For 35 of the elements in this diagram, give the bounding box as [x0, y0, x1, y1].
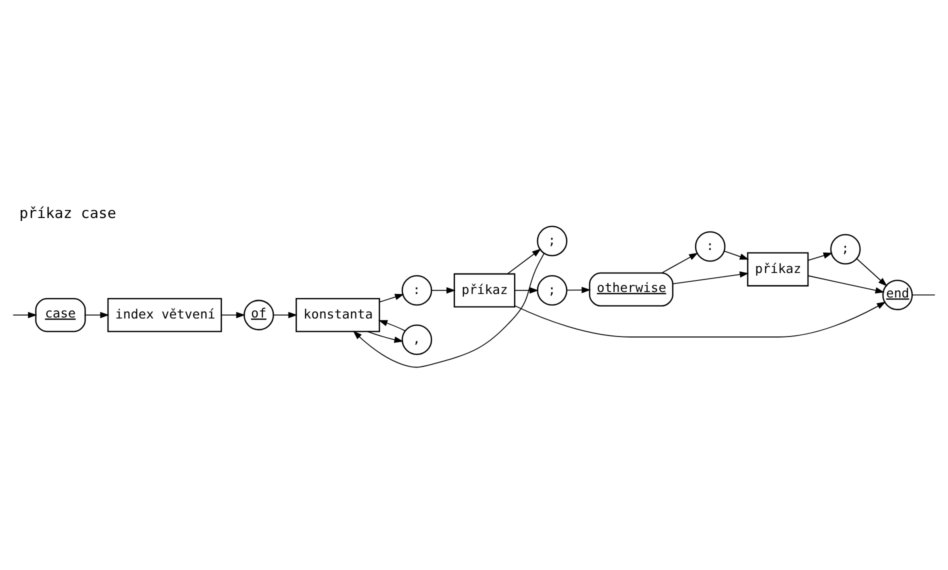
arrow — [379, 294, 404, 302]
arrow — [352, 253, 544, 368]
arrow — [856, 258, 888, 286]
arrow — [566, 286, 591, 294]
arrow — [808, 252, 833, 261]
connector — [912, 294, 936, 296]
node-box: příkaz — [747, 252, 809, 286]
arrow — [367, 331, 404, 343]
arrow — [514, 302, 886, 338]
arrow — [378, 320, 406, 332]
node-circle: : — [402, 275, 432, 306]
node-box: konstanta — [296, 298, 380, 332]
arrow — [507, 248, 542, 274]
arrow — [220, 312, 246, 318]
arrow — [808, 275, 885, 294]
arrow — [672, 271, 749, 284]
arrow — [12, 312, 38, 318]
arrow — [724, 250, 749, 260]
arrow — [84, 312, 110, 318]
node-box: otherwise — [588, 272, 674, 307]
arrow — [273, 312, 298, 318]
node-circle: ; — [830, 234, 861, 265]
node-circle: ; — [536, 226, 568, 256]
node-circle: ; — [536, 275, 568, 306]
arrow — [661, 252, 698, 274]
arrow — [514, 287, 539, 294]
node-box: case — [35, 298, 86, 332]
node-circle: , — [402, 324, 432, 355]
arrow — [431, 287, 456, 294]
node-box: index větvení — [107, 298, 222, 332]
node-circle: : — [694, 231, 726, 262]
node-box: příkaz — [454, 273, 516, 308]
diagram-title: příkaz case — [19, 205, 116, 222]
node-circle: end — [882, 280, 913, 310]
node-circle: of — [244, 300, 274, 330]
